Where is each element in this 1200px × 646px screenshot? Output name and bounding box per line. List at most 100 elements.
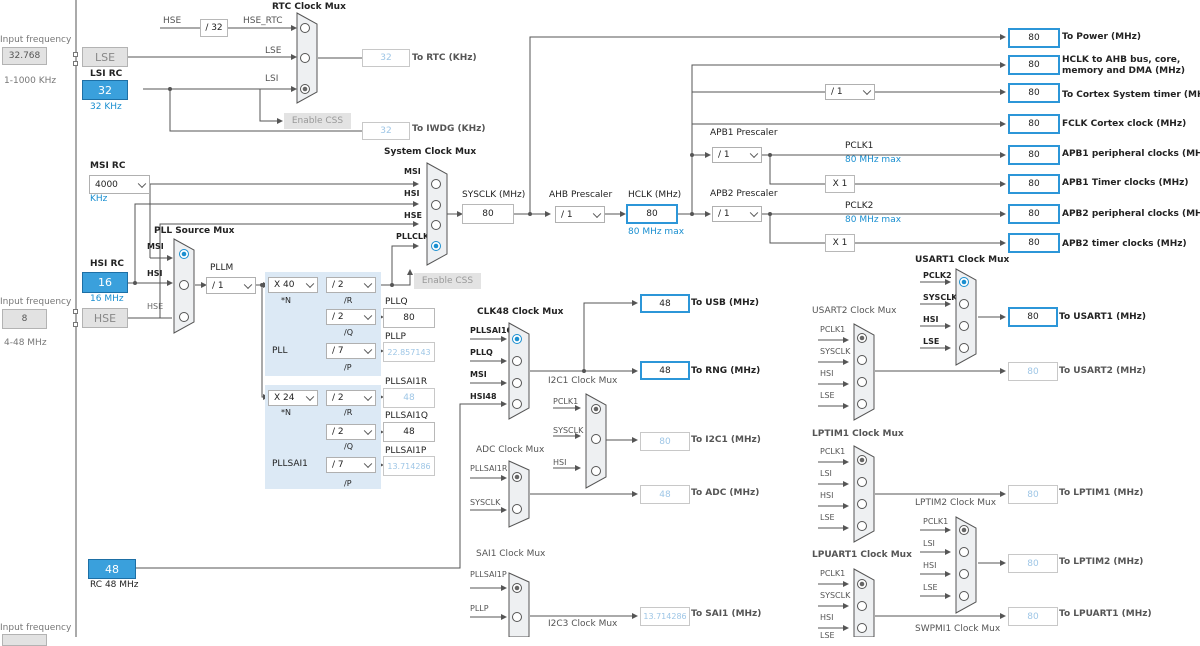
msi-unit: KHz: [90, 194, 108, 204]
pllsai1-r-dropdown[interactable]: / 2: [326, 390, 376, 406]
lsi-value[interactable]: 32: [82, 80, 128, 100]
lpuart1-mux-title: LPUART1 Clock Mux: [812, 550, 912, 560]
swpmi1-mux-title: SWPMI1 Clock Mux: [915, 624, 1001, 634]
sysmux-enable-css-button[interactable]: Enable CSS: [414, 273, 481, 289]
usart2-in4-label: LSE: [820, 391, 835, 400]
lptim2-clock-mux[interactable]: [955, 516, 977, 614]
hse-oscillator[interactable]: HSE: [82, 308, 128, 328]
pllsai1-q-dropdown[interactable]: / 2: [326, 424, 376, 440]
apb2-timer-value[interactable]: 80: [1008, 233, 1060, 253]
system-clock-mux-title: System Clock Mux: [384, 147, 477, 157]
apb2-prescaler-dropdown[interactable]: / 1: [712, 206, 762, 222]
lpuart1-in4-label: LSE: [820, 631, 835, 640]
apb1-peripheral-value[interactable]: 80: [1008, 145, 1060, 165]
adc-clock-value: 48: [640, 485, 690, 504]
rtc-lsi-label: LSI: [265, 74, 279, 84]
pllsai1-n-dropdown[interactable]: X 24: [268, 390, 318, 406]
adc-clock-label: To ADC (MHz): [691, 488, 760, 498]
hclk-value[interactable]: 80: [626, 204, 678, 224]
cortex-timer-divider-dropdown[interactable]: / 1: [825, 84, 875, 100]
rtc-clock-mux[interactable]: [296, 12, 318, 104]
apb2-peripheral-value[interactable]: 80: [1008, 204, 1060, 224]
usb-clock-value[interactable]: 48: [640, 294, 690, 313]
hsi-frequency: 16 MHz: [90, 294, 124, 304]
pllm-dropdown[interactable]: / 1: [206, 277, 256, 294]
sysclk-value[interactable]: 80: [462, 204, 514, 224]
clk48-mux[interactable]: [508, 322, 530, 420]
apb2-timer-multiplier: X 1: [825, 234, 855, 252]
apb1-peripheral-label: APB1 peripheral clocks (MHz): [1062, 149, 1200, 159]
pll-r-value: / 2: [332, 280, 344, 290]
chevron-down-icon: [363, 459, 373, 469]
clk48-mux-title: CLK48 Clock Mux: [477, 307, 564, 317]
input-frequency-label: Input frequency: [0, 35, 72, 45]
system-clock-mux[interactable]: [426, 162, 448, 266]
pllsai1q-label: PLLSAI1Q: [385, 411, 428, 421]
fclk-value[interactable]: 80: [1008, 114, 1060, 134]
ahb-prescaler-value: / 1: [561, 209, 573, 220]
pllsai1-p-label: /P: [344, 479, 352, 488]
pll-source-mux[interactable]: [173, 238, 195, 334]
apb2-timer-label: APB2 timer clocks (MHz): [1062, 239, 1187, 249]
hsi-rc-title: HSI RC: [90, 259, 125, 269]
pllsai1-label: PLLSAI1: [272, 459, 308, 469]
lptim2-clock-value: 80: [1008, 554, 1058, 573]
lpuart1-clock-mux[interactable]: [853, 568, 875, 637]
apb1-timer-value[interactable]: 80: [1008, 174, 1060, 194]
lpuart1-clock-value: 80: [1008, 607, 1058, 626]
usart1-clock-mux[interactable]: [955, 268, 977, 366]
hse-rtc-divider[interactable]: / 32: [200, 19, 228, 37]
ahb-prescaler-dropdown[interactable]: / 1: [555, 206, 605, 223]
pllsai1-n-value: X 24: [274, 393, 295, 403]
pclk2-max: 80 MHz max: [845, 215, 902, 225]
msi-range-dropdown[interactable]: 4000: [89, 175, 150, 194]
chevron-down-icon: [592, 209, 602, 218]
pll-r-dropdown[interactable]: / 2: [326, 277, 376, 293]
lse-input-frequency[interactable]: 32.768: [2, 47, 47, 65]
hsi-value[interactable]: 16: [82, 272, 128, 293]
pclk1-max: 80 MHz max: [845, 155, 902, 165]
adc-clock-mux[interactable]: [508, 460, 530, 528]
apb1-timer-multiplier: X 1: [825, 175, 855, 193]
pll-q-dropdown[interactable]: / 2: [326, 309, 376, 325]
pllsai1-p-dropdown[interactable]: / 7: [326, 457, 376, 473]
usart2-in3-label: HSI: [820, 369, 834, 378]
apb1-prescaler-dropdown[interactable]: / 1: [712, 147, 762, 163]
pllsai1-r-value: / 2: [332, 393, 344, 403]
pllsai1-q-label: /Q: [344, 442, 353, 451]
lse-oscillator[interactable]: LSE: [82, 47, 128, 67]
cortex-timer-value[interactable]: 80: [1008, 83, 1060, 103]
chevron-down-icon: [749, 208, 759, 218]
rc48-value[interactable]: 48: [88, 559, 136, 579]
rc48-label: RC 48 MHz: [90, 580, 139, 590]
rtc-output-label: To RTC (KHz): [412, 53, 477, 63]
lptim1-mux-title: LPTIM1 Clock Mux: [812, 429, 904, 439]
hse-input-frequency[interactable]: 8: [2, 309, 47, 329]
lptim2-clock-label: To LPTIM2 (MHz): [1059, 557, 1144, 567]
hclk-ahb-value[interactable]: 80: [1008, 55, 1060, 75]
pin-square: [73, 322, 78, 327]
usart2-clock-mux[interactable]: [853, 323, 875, 421]
power-clock-value[interactable]: 80: [1008, 28, 1060, 48]
input-frequency-field[interactable]: [2, 634, 47, 646]
i2c1-clock-mux[interactable]: [585, 393, 607, 489]
usb-clock-label: To USB (MHz): [691, 298, 759, 308]
i2c1-clock-label: To I2C1 (MHz): [691, 435, 761, 445]
pll-p-dropdown[interactable]: / 7: [326, 343, 376, 359]
pin-square: [73, 309, 78, 314]
sai1-clock-mux[interactable]: [508, 572, 530, 637]
apb1-timer-label: APB1 Timer clocks (MHz): [1062, 178, 1189, 188]
sai1-in1-label: PLLSAI1P: [470, 570, 507, 579]
lptim1-clock-mux[interactable]: [853, 445, 875, 543]
usart1-clock-value[interactable]: 80: [1008, 307, 1058, 327]
i2c3-mux-title: I2C3 Clock Mux: [548, 619, 618, 629]
usart2-clock-value: 80: [1008, 362, 1058, 381]
rtc-enable-css-button[interactable]: Enable CSS: [284, 113, 351, 129]
usart2-mux-title: USART2 Clock Mux: [812, 306, 897, 316]
lptim1-in1-label: PCLK1: [820, 447, 846, 456]
rng-clock-value[interactable]: 48: [640, 361, 690, 380]
msi-range-value: 4000: [95, 179, 118, 190]
usart2-in1-label: PCLK1: [820, 325, 846, 334]
pll-n-dropdown[interactable]: X 40: [268, 277, 318, 293]
